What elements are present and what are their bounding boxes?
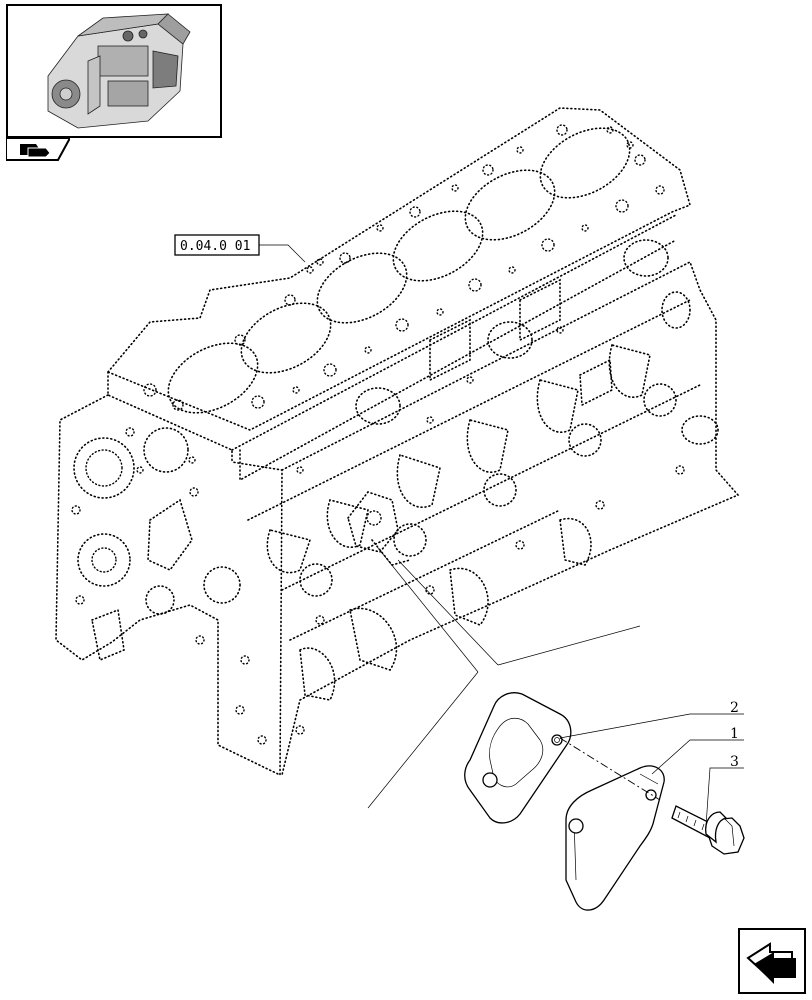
callout-2-leader [559, 713, 744, 739]
assembly-axis-line [559, 737, 661, 801]
reference-tag[interactable]: 0.04.0 01 [174, 234, 306, 263]
gasket-part-2[interactable] [464, 692, 572, 824]
callout-1-label: 1 [730, 726, 739, 742]
engine-thumbnail-icon [47, 13, 191, 129]
callout-2-label: 2 [730, 700, 739, 716]
bolt-part-3[interactable] [671, 805, 745, 855]
callout-3-label: 3 [730, 754, 739, 770]
projection-lines [367, 547, 641, 809]
engine-thumbnail[interactable] [6, 4, 222, 138]
reference-code-label: 0.04.0 01 [180, 239, 250, 254]
reference-leader-line [259, 244, 306, 263]
callout-1-leader [651, 739, 744, 775]
next-page-button[interactable] [738, 928, 806, 994]
callout-3[interactable]: 3 [705, 754, 744, 827]
plate-mount-location [347, 491, 411, 566]
engine-block [55, 107, 740, 777]
next-page-arrow-icon [746, 942, 796, 984]
cover-plate-part-1[interactable] [565, 765, 665, 911]
section-tab[interactable] [6, 138, 70, 162]
section-flag-icon [20, 144, 51, 158]
callout-1[interactable]: 1 [651, 726, 744, 775]
callout-3-leader [705, 767, 744, 827]
callout-2[interactable]: 2 [559, 700, 744, 739]
